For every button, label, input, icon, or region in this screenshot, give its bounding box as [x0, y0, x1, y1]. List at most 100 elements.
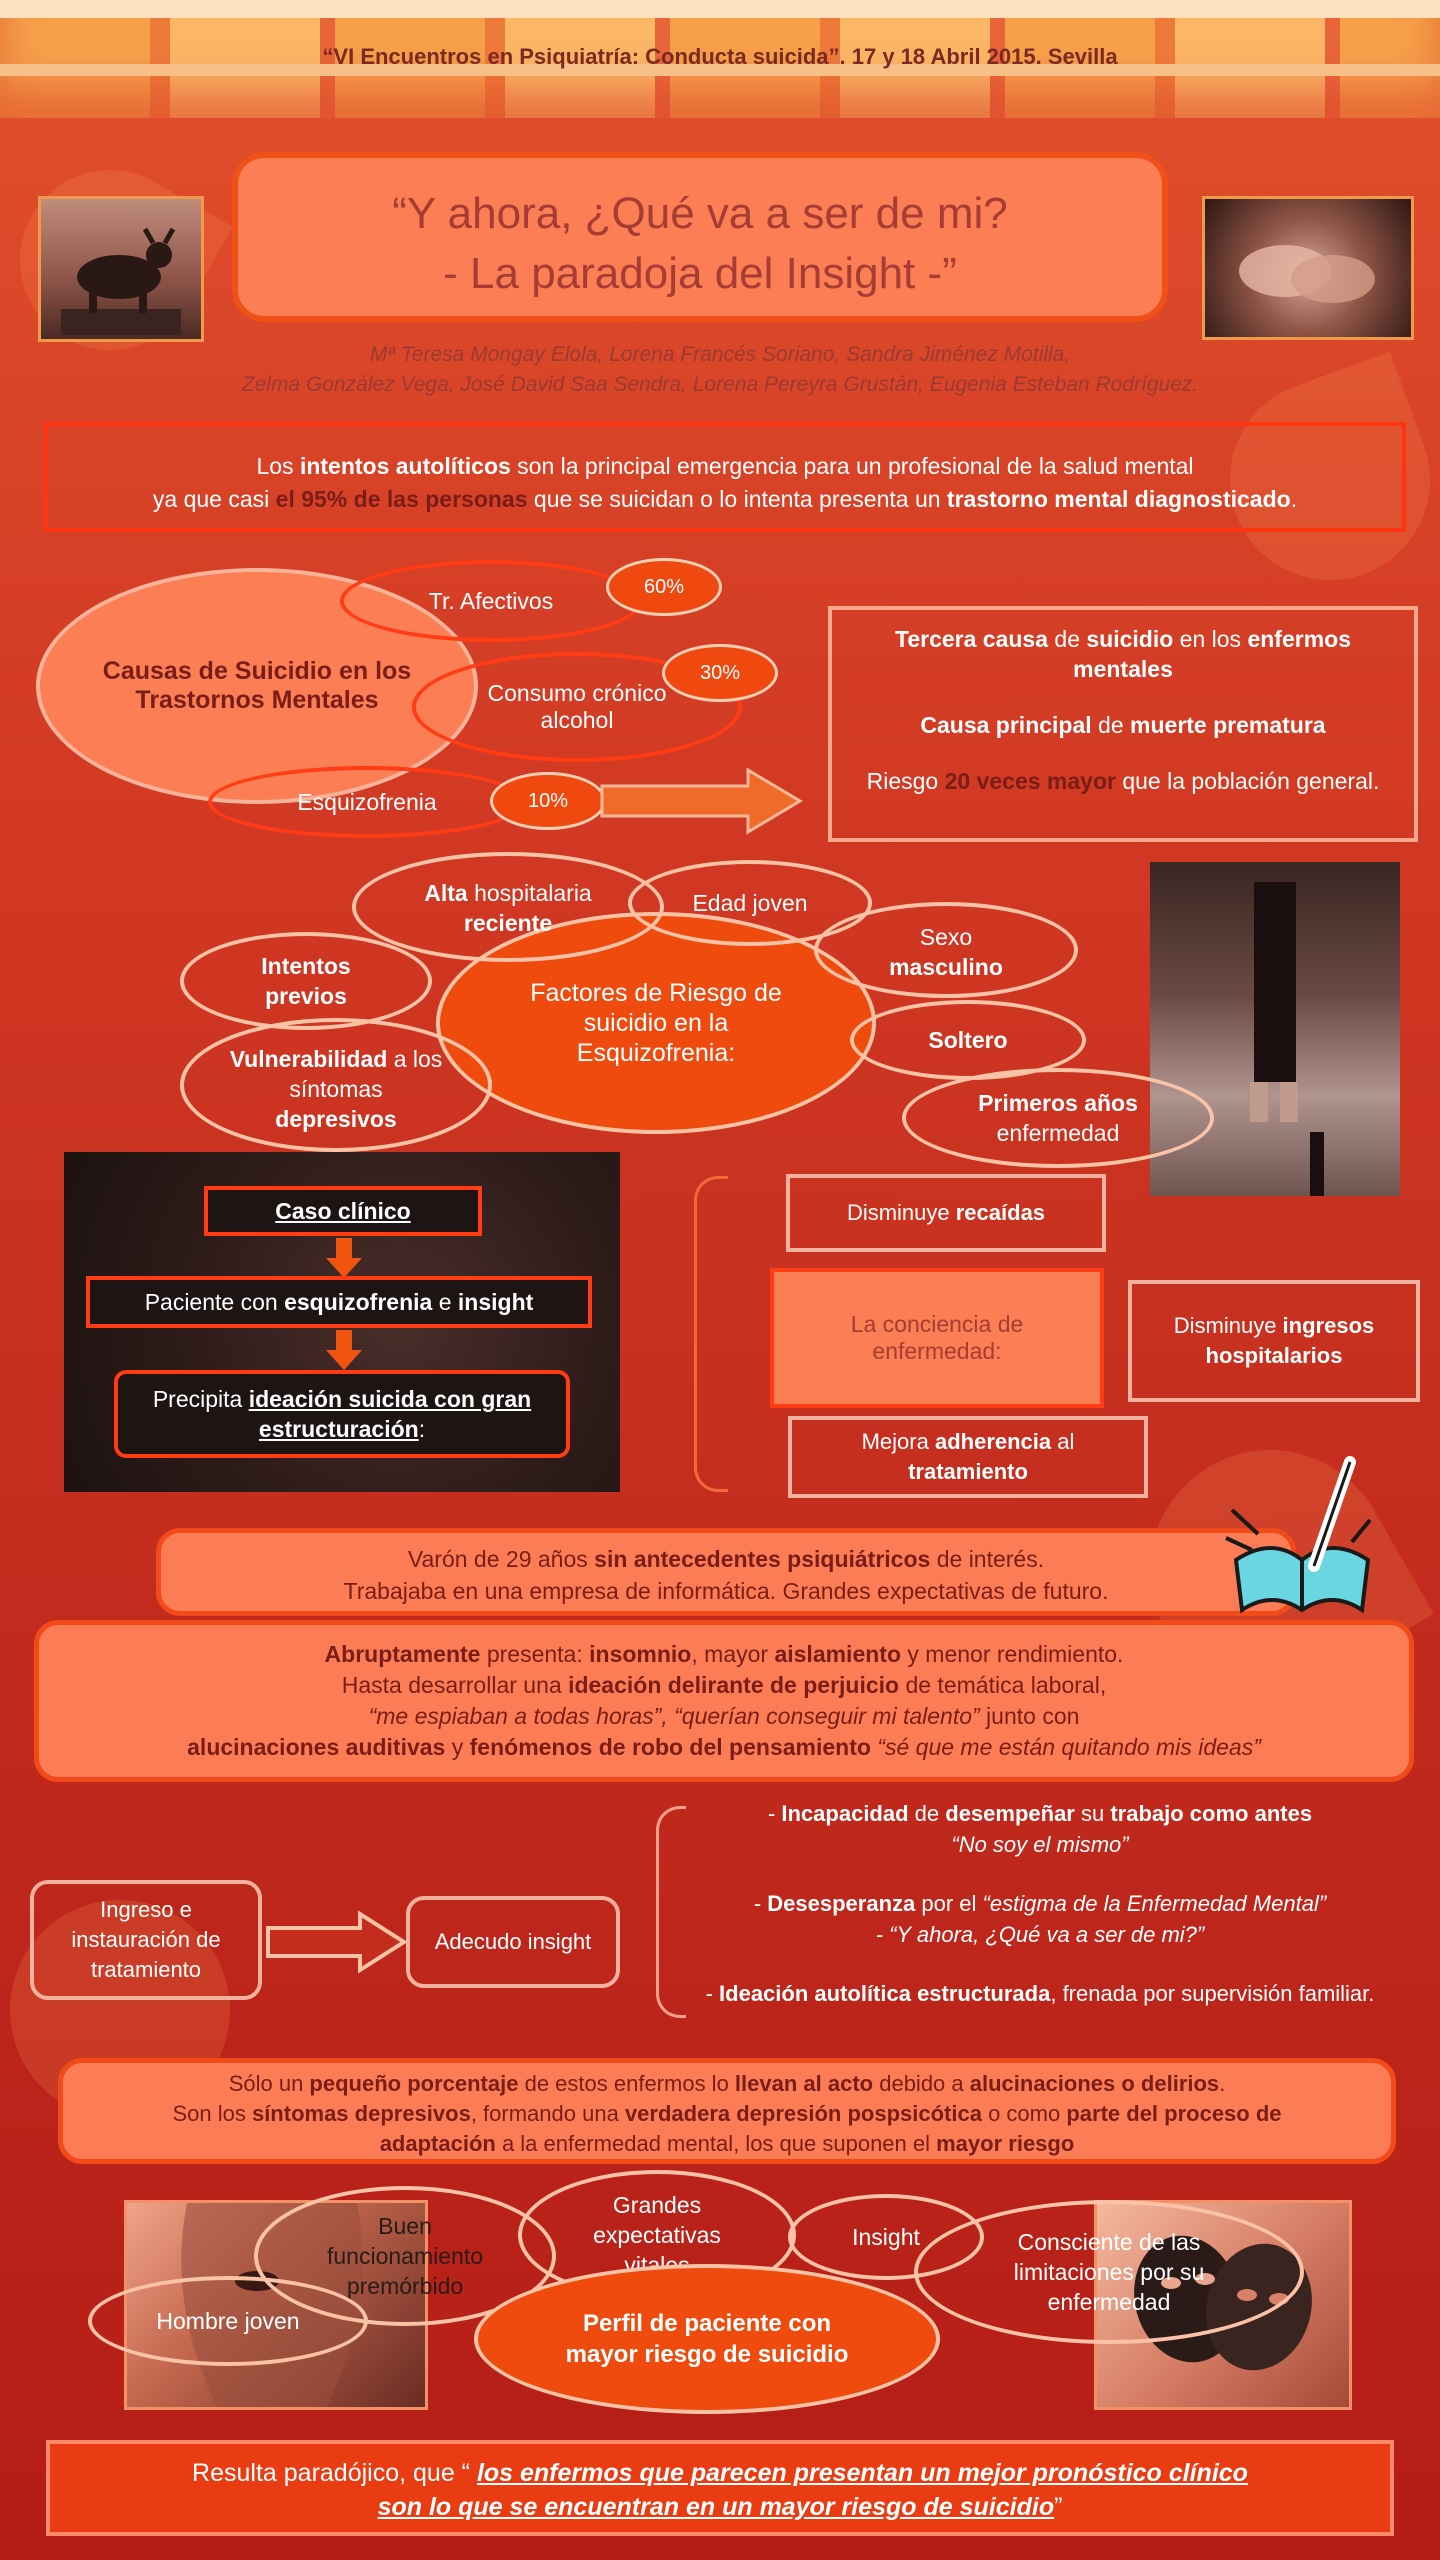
ingreso-label: Ingreso e instauración de tratamiento — [71, 1897, 221, 1982]
hands-icon — [1239, 245, 1375, 303]
arrow-down-icon — [326, 1238, 362, 1278]
brace-decoration — [694, 1176, 728, 1492]
abrupt-box: Abruptamente presenta: insomnio, mayor a… — [34, 1620, 1414, 1782]
risk-bold: reciente — [463, 910, 553, 936]
abrupt-italic: “me espiaban a todas horas”, “querían co… — [368, 1703, 980, 1729]
flow-bold: trabajo como antes — [1110, 1801, 1313, 1826]
conc-bold: tratamiento — [908, 1459, 1028, 1484]
flow-bold: desempeñar — [945, 1801, 1075, 1826]
solo-bold: parte del proceso de — [1066, 2101, 1282, 2126]
afectivos-pct: 60% — [606, 558, 722, 616]
flow-text: de — [908, 1801, 946, 1826]
solo-bold: mayor riesgo — [936, 2131, 1075, 2156]
conc-bold: ingresos hospitalarios — [1205, 1313, 1375, 1368]
afectivos-label: Tr. Afectivos — [428, 587, 554, 614]
conc-text: Disminuye — [1173, 1313, 1283, 1338]
solo-text: debido a — [873, 2071, 970, 2096]
solo-text: de estos enfermos lo — [518, 2071, 735, 2096]
arrow-right-icon — [266, 1910, 408, 1974]
flow-bold: Ideación autolítica estructurada — [719, 1981, 1051, 2006]
conc-bold: adherencia — [934, 1429, 1052, 1454]
intro-text: ya que casi — [152, 486, 276, 512]
conc-ingresos-text: Disminuye ingresos hospitalarios — [1132, 1311, 1416, 1371]
flow-text: - — [767, 1801, 782, 1826]
case-bold: esquizofrenia — [284, 1288, 433, 1315]
flow-bold: Desesperanza — [767, 1891, 916, 1916]
conclusion-box: Resulta paradójico, que “ los enfermos q… — [46, 2440, 1394, 2536]
figure-silhouette-icon — [1250, 882, 1324, 1196]
alcohol-pct: 30% — [662, 644, 778, 702]
esquizo-label: Esquizofrenia — [297, 788, 437, 815]
intro-bold: trastorno mental diagnosticado — [946, 486, 1291, 512]
varon-bold: sin antecedentes psiquiátricos — [594, 1546, 931, 1572]
solo-bold: adaptación — [379, 2131, 496, 2156]
info-text: de — [1048, 626, 1087, 652]
abrupt-bold: Abruptamente — [324, 1641, 481, 1667]
bull-statue-photo — [38, 196, 204, 342]
abrupt-text: junto con — [979, 1703, 1080, 1729]
flow-text: , frenada por supervisión familiar. — [1050, 1981, 1375, 2006]
insight-box: Adecudo insight — [406, 1896, 620, 1988]
flow-text: - — [705, 1981, 720, 2006]
risk-bold: Primeros años — [978, 1090, 1138, 1116]
info-bold: suicidio — [1086, 626, 1174, 652]
flow-text: por el — [915, 1891, 983, 1916]
risk-bold: depresivos — [275, 1106, 397, 1132]
abrupt-bold: insomnio — [589, 1641, 692, 1667]
afectivos-pct-label: 60% — [643, 575, 685, 598]
info-text: en los — [1173, 626, 1248, 652]
conc-recaidas-box: Disminuye recaídas — [786, 1174, 1106, 1252]
intro-text: . — [1290, 486, 1298, 512]
conclusion-line-2: son lo que se encuentran en un mayor rie… — [50, 2490, 1390, 2524]
info-line-1: Tercera causa de suicidio en los enfermo… — [856, 624, 1390, 684]
authors: Mª Teresa Mongay Elola, Lorena Francés S… — [100, 340, 1340, 400]
solo-box: Sólo un pequeño porcentaje de estos enfe… — [58, 2058, 1396, 2164]
conc-center-box: La conciencia de enfermedad: — [770, 1268, 1104, 1408]
varon-text: Varón de 29 años — [407, 1546, 595, 1572]
case-precipita-box: Precipita ideación suicida con gran estr… — [114, 1370, 570, 1458]
risk-text: a los síntomas — [289, 1046, 443, 1102]
solo-bold: llevan al acto — [734, 2071, 874, 2096]
abrupt-bold: ideación delirante de perjuicio — [568, 1672, 900, 1698]
risk-bold: masculino — [889, 954, 1003, 980]
abrupt-text: y menor rendimiento. — [901, 1641, 1124, 1667]
abrupt-text: presenta: — [480, 1641, 590, 1667]
abrupt-italic: “sé que me están quitando mis ideas” — [870, 1734, 1261, 1760]
conclusion-emphasis: los enfermos que parecen presentan un me… — [476, 2459, 1248, 2487]
case-text: e — [432, 1288, 458, 1315]
profile-insight-ellipse: Insight — [788, 2194, 984, 2280]
solo-bold: verdadera depresión pospsicótica — [624, 2101, 982, 2126]
conclusion-text: ” — [1054, 2493, 1063, 2521]
solo-text: o como — [981, 2101, 1067, 2126]
intro-box: Los intentos autolíticos son la principa… — [44, 422, 1406, 532]
flow-italic: “No soy el mismo” — [951, 1832, 1129, 1857]
profile-hombre-ellipse: Hombre joven — [88, 2276, 368, 2366]
solo-line-3: adaptación a la enfermedad mental, los q… — [63, 2129, 1391, 2159]
flow-bold: Incapacidad — [781, 1801, 909, 1826]
conc-text: Disminuye — [846, 1200, 956, 1225]
conc-center-label: La conciencia de enfermedad: — [850, 1311, 1024, 1364]
case-text: Precipita — [152, 1386, 249, 1412]
conc-ingresos-box: Disminuye ingresos hospitalarios — [1128, 1280, 1420, 1402]
conc-bold: recaídas — [955, 1200, 1046, 1225]
consequence-1-quote: “No soy el mismo” — [650, 1829, 1430, 1860]
profile-hombre-label: Hombre joven — [156, 2307, 300, 2334]
risk-vuln-ellipse: Vulnerabilidad a los síntomas depresivos — [180, 1018, 492, 1152]
intro-text: son la principal emergencia para un prof… — [510, 453, 1194, 479]
title-line-1: “Y ahora, ¿Qué va a ser de mi? — [392, 189, 1008, 238]
info-text: que la población general. — [1115, 768, 1380, 794]
risk-text: enfermedad — [996, 1120, 1120, 1146]
intro-bold: intentos autolíticos — [299, 453, 511, 479]
conc-text: Mejora — [861, 1429, 935, 1454]
varon-box: Varón de 29 años sin antecedentes psiqui… — [156, 1528, 1296, 1616]
case-patient-box: Paciente con esquizofrenia e insight — [86, 1276, 592, 1328]
varon-line-2: Trabajaba en una empresa de informática.… — [343, 1578, 1109, 1604]
profile-center-label: Perfil de paciente con mayor riesgo de s… — [565, 2310, 849, 2368]
case-patient-text: Paciente con esquizofrenia e insight — [145, 1289, 534, 1316]
case-precipita-text: Precipita ideación suicida con gran estr… — [118, 1384, 566, 1444]
case-text: Paciente con — [144, 1288, 285, 1315]
risk-center-label: Factores de Riesgo de suicidio en la Esq… — [530, 979, 782, 1067]
hands-photo — [1202, 196, 1414, 340]
risk-primeros-ellipse: Primeros años enfermedad — [902, 1068, 1214, 1168]
authors-line-2: Zelma González Vega, José David Saa Send… — [241, 373, 1199, 396]
